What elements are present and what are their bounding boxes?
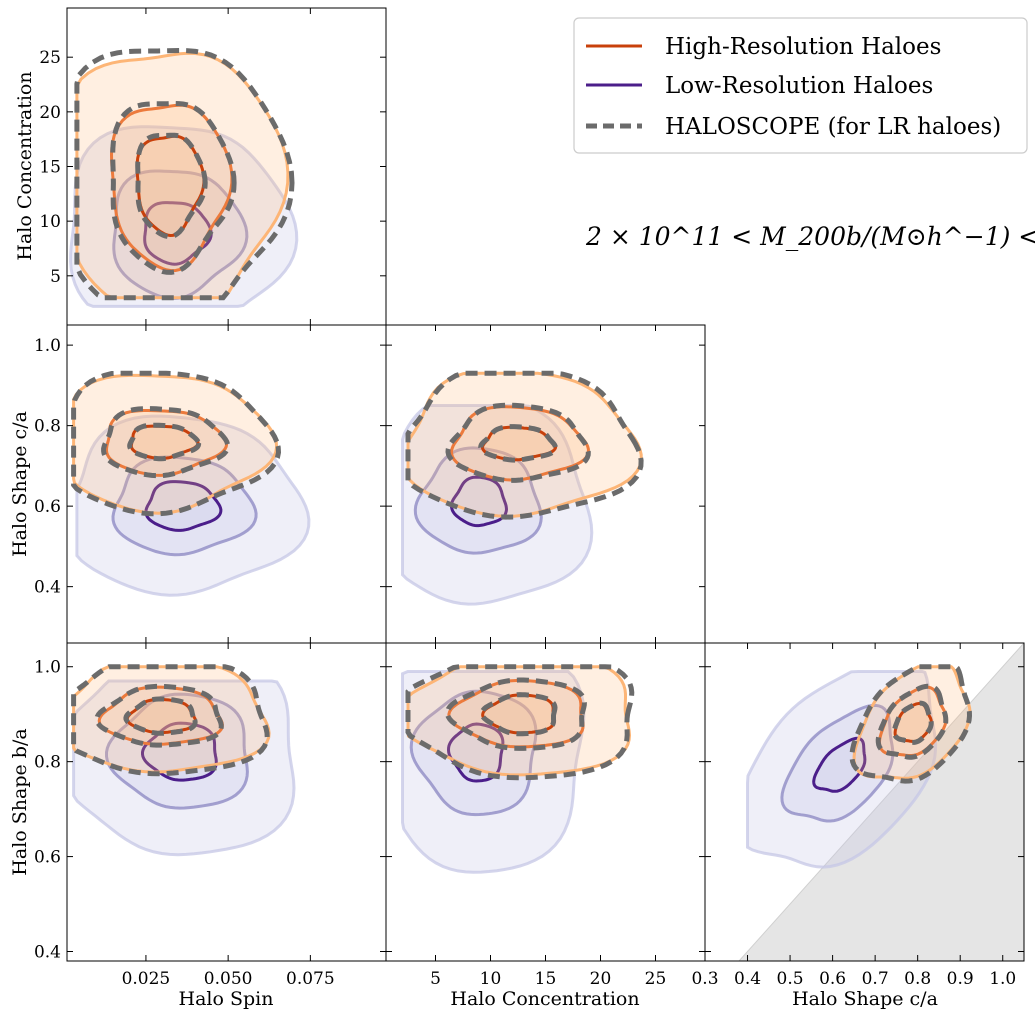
haloscope-contour-level-2: [875, 683, 949, 760]
axis-labels: Halo Spin Halo Concentration Halo Shape …: [9, 71, 938, 1010]
y-tick-label: 0.4: [34, 943, 61, 963]
x-tick-label: 5: [430, 969, 441, 989]
y-tick-label: 20: [39, 103, 61, 123]
x-tick-label: 0.6: [819, 969, 846, 989]
x-tick-label: 0.3: [691, 969, 718, 989]
haloscope-contour-level-3: [71, 370, 282, 517]
x-tick-label: 25: [645, 969, 667, 989]
panel-conc-ba: [401, 664, 635, 874]
haloscope-contour-level-1: [135, 132, 208, 240]
haloscope-contour-level-2: [101, 406, 231, 479]
lr-contour-level-2: [413, 446, 543, 555]
lr-contour-level-1: [144, 480, 223, 532]
lr-contour-level-2: [112, 169, 249, 301]
xlabel-shape-ca: Halo Shape c/a: [792, 988, 938, 1010]
ylabel-shape-ca: Halo Shape c/a: [9, 411, 31, 557]
hr-contour-level-3: [72, 373, 279, 515]
haloscope-contour-level-3: [74, 47, 295, 301]
ylabel-concentration: Halo Concentration: [14, 71, 36, 260]
xlabel-concentration: Halo Concentration: [450, 988, 639, 1010]
corner-panels: [66, 7, 1025, 962]
mass-range-annotation: 2 × 10^11 < M_200b/(M⊙h^−1) < 10^12: [585, 222, 1035, 251]
y-tick-label: 1.0: [34, 658, 61, 678]
x-tick-label: 15: [535, 969, 557, 989]
panel-conc-ca: [401, 370, 644, 606]
x-tick-label: 1.0: [989, 969, 1016, 989]
haloscope-contour-level-3: [849, 664, 973, 784]
legend: High-Resolution Haloes Low-Resolution Ha…: [573, 17, 1028, 154]
haloscope-contour-level-1: [127, 422, 202, 462]
haloscope-contour-level-2: [94, 683, 224, 748]
excluded-region: [738, 643, 1024, 961]
x-tick-label: 0.025: [122, 969, 171, 989]
panel-frame-ca-ba: [704, 642, 1025, 962]
panel-spin-conc: [69, 47, 299, 308]
panel-ca-ba: [738, 643, 1024, 961]
haloscope-contour-level-3: [71, 664, 270, 777]
y-tick-label: 0.6: [34, 848, 61, 868]
y-tick-label: 10: [39, 212, 61, 232]
legend-label-low-resolution: Low-Resolution Haloes: [665, 73, 933, 99]
x-tick-label: 0.9: [947, 969, 974, 989]
legend-label-high-resolution: High-Resolution Haloes: [665, 34, 941, 60]
haloscope-contour-level-1: [123, 696, 198, 736]
haloscope-contour-level-2: [110, 101, 237, 275]
panel-spin-ba: [71, 664, 296, 857]
y-tick-label: 25: [39, 48, 61, 68]
y-tick-label: 5: [50, 267, 61, 287]
x-tick-label: 0.7: [862, 969, 889, 989]
y-tick-label: 0.8: [34, 753, 61, 773]
y-tick-label: 0.8: [34, 417, 61, 437]
x-tick-label: 20: [590, 969, 612, 989]
haloscope-contour-level-1: [891, 700, 934, 745]
x-tick-label: 0.050: [204, 969, 253, 989]
panel-spin-ca: [71, 370, 311, 597]
legend-frame: [573, 17, 1028, 154]
x-tick-label: 10: [480, 969, 502, 989]
haloscope-contour-level-2: [444, 677, 587, 751]
haloscope-contour-level-1: [479, 692, 558, 737]
x-tick-label: 0.4: [734, 969, 761, 989]
hr-contour-level-3: [406, 371, 643, 518]
haloscope-contour-level-1: [478, 424, 558, 463]
y-tick-label: 0.6: [34, 497, 61, 517]
haloscope-contour-level-3: [405, 664, 635, 781]
x-tick-label: 0.075: [286, 969, 335, 989]
lr-contour-level-3: [69, 125, 299, 308]
lr-contour-level-1: [449, 475, 509, 528]
xlabel-spin: Halo Spin: [179, 988, 274, 1010]
ylabel-shape-ba: Halo Shape b/a: [9, 728, 31, 875]
tick-labels: 5 10 15 20 25 0.4 0.6 0.8 1.0 0.025 0.050 0.075 0.4 0…: [34, 48, 1016, 989]
haloscope-contour-level-2: [445, 402, 591, 483]
legend-label-haloscope: HALOSCOPE (for LR haloes): [665, 114, 1001, 140]
lr-contour-level-2: [780, 703, 895, 823]
y-tick-label: 0.4: [34, 578, 61, 598]
x-tick-label: 0.8: [904, 969, 931, 989]
lr-contour-level-2: [105, 692, 249, 810]
y-tick-label: 1.0: [34, 336, 61, 356]
y-tick-label: 15: [39, 158, 61, 178]
x-tick-label: 0.5: [777, 969, 804, 989]
